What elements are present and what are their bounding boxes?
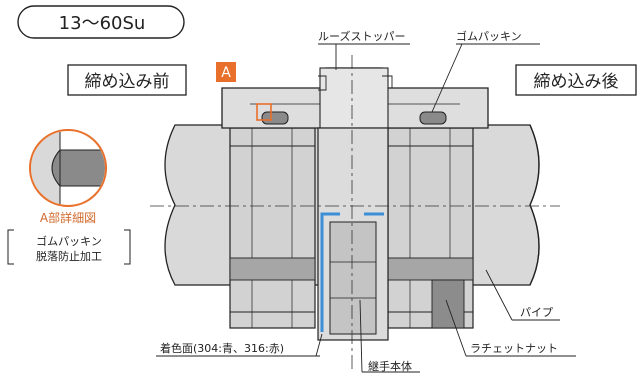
state-before-text: 締め込み前	[85, 72, 170, 92]
detail-line1: ゴムパッキン	[36, 234, 102, 248]
state-after-text: 締め込み後	[534, 72, 619, 92]
marker-a: A	[216, 62, 236, 82]
marker-a-region	[256, 103, 272, 121]
size-label-text: 13〜60Su	[59, 13, 146, 34]
label-ratchet-nut: ラチェットナット	[470, 342, 558, 355]
marker-a-text: A	[221, 65, 231, 81]
label-loose-stopper: ルーズストッパー	[318, 29, 405, 43]
detail-bracket: ゴムパッキン 脱落防止加工	[7, 229, 131, 265]
ratchet-nut-right	[387, 127, 474, 329]
joint-body-center	[317, 127, 389, 341]
size-label: 13〜60Su	[17, 5, 185, 39]
label-joint-body: 継手本体	[368, 359, 412, 373]
label-pipe: パイプ	[520, 306, 553, 319]
detail-a-circle	[29, 129, 107, 207]
rubber-packings	[261, 111, 447, 125]
colored-face-lines	[320, 212, 384, 332]
label-colored-face: 着色面(304:青、316:赤)	[160, 341, 284, 355]
label-rubber-packing: ゴムパッキン	[456, 29, 522, 43]
detail-title: A部詳細図	[40, 210, 96, 225]
state-after-box: 締め込み後	[515, 64, 637, 96]
ratchet-nut-left	[229, 127, 316, 329]
state-before-box: 締め込み前	[67, 64, 187, 96]
detail-line2: 脱落防止加工	[36, 249, 102, 263]
center-lines	[150, 55, 560, 372]
